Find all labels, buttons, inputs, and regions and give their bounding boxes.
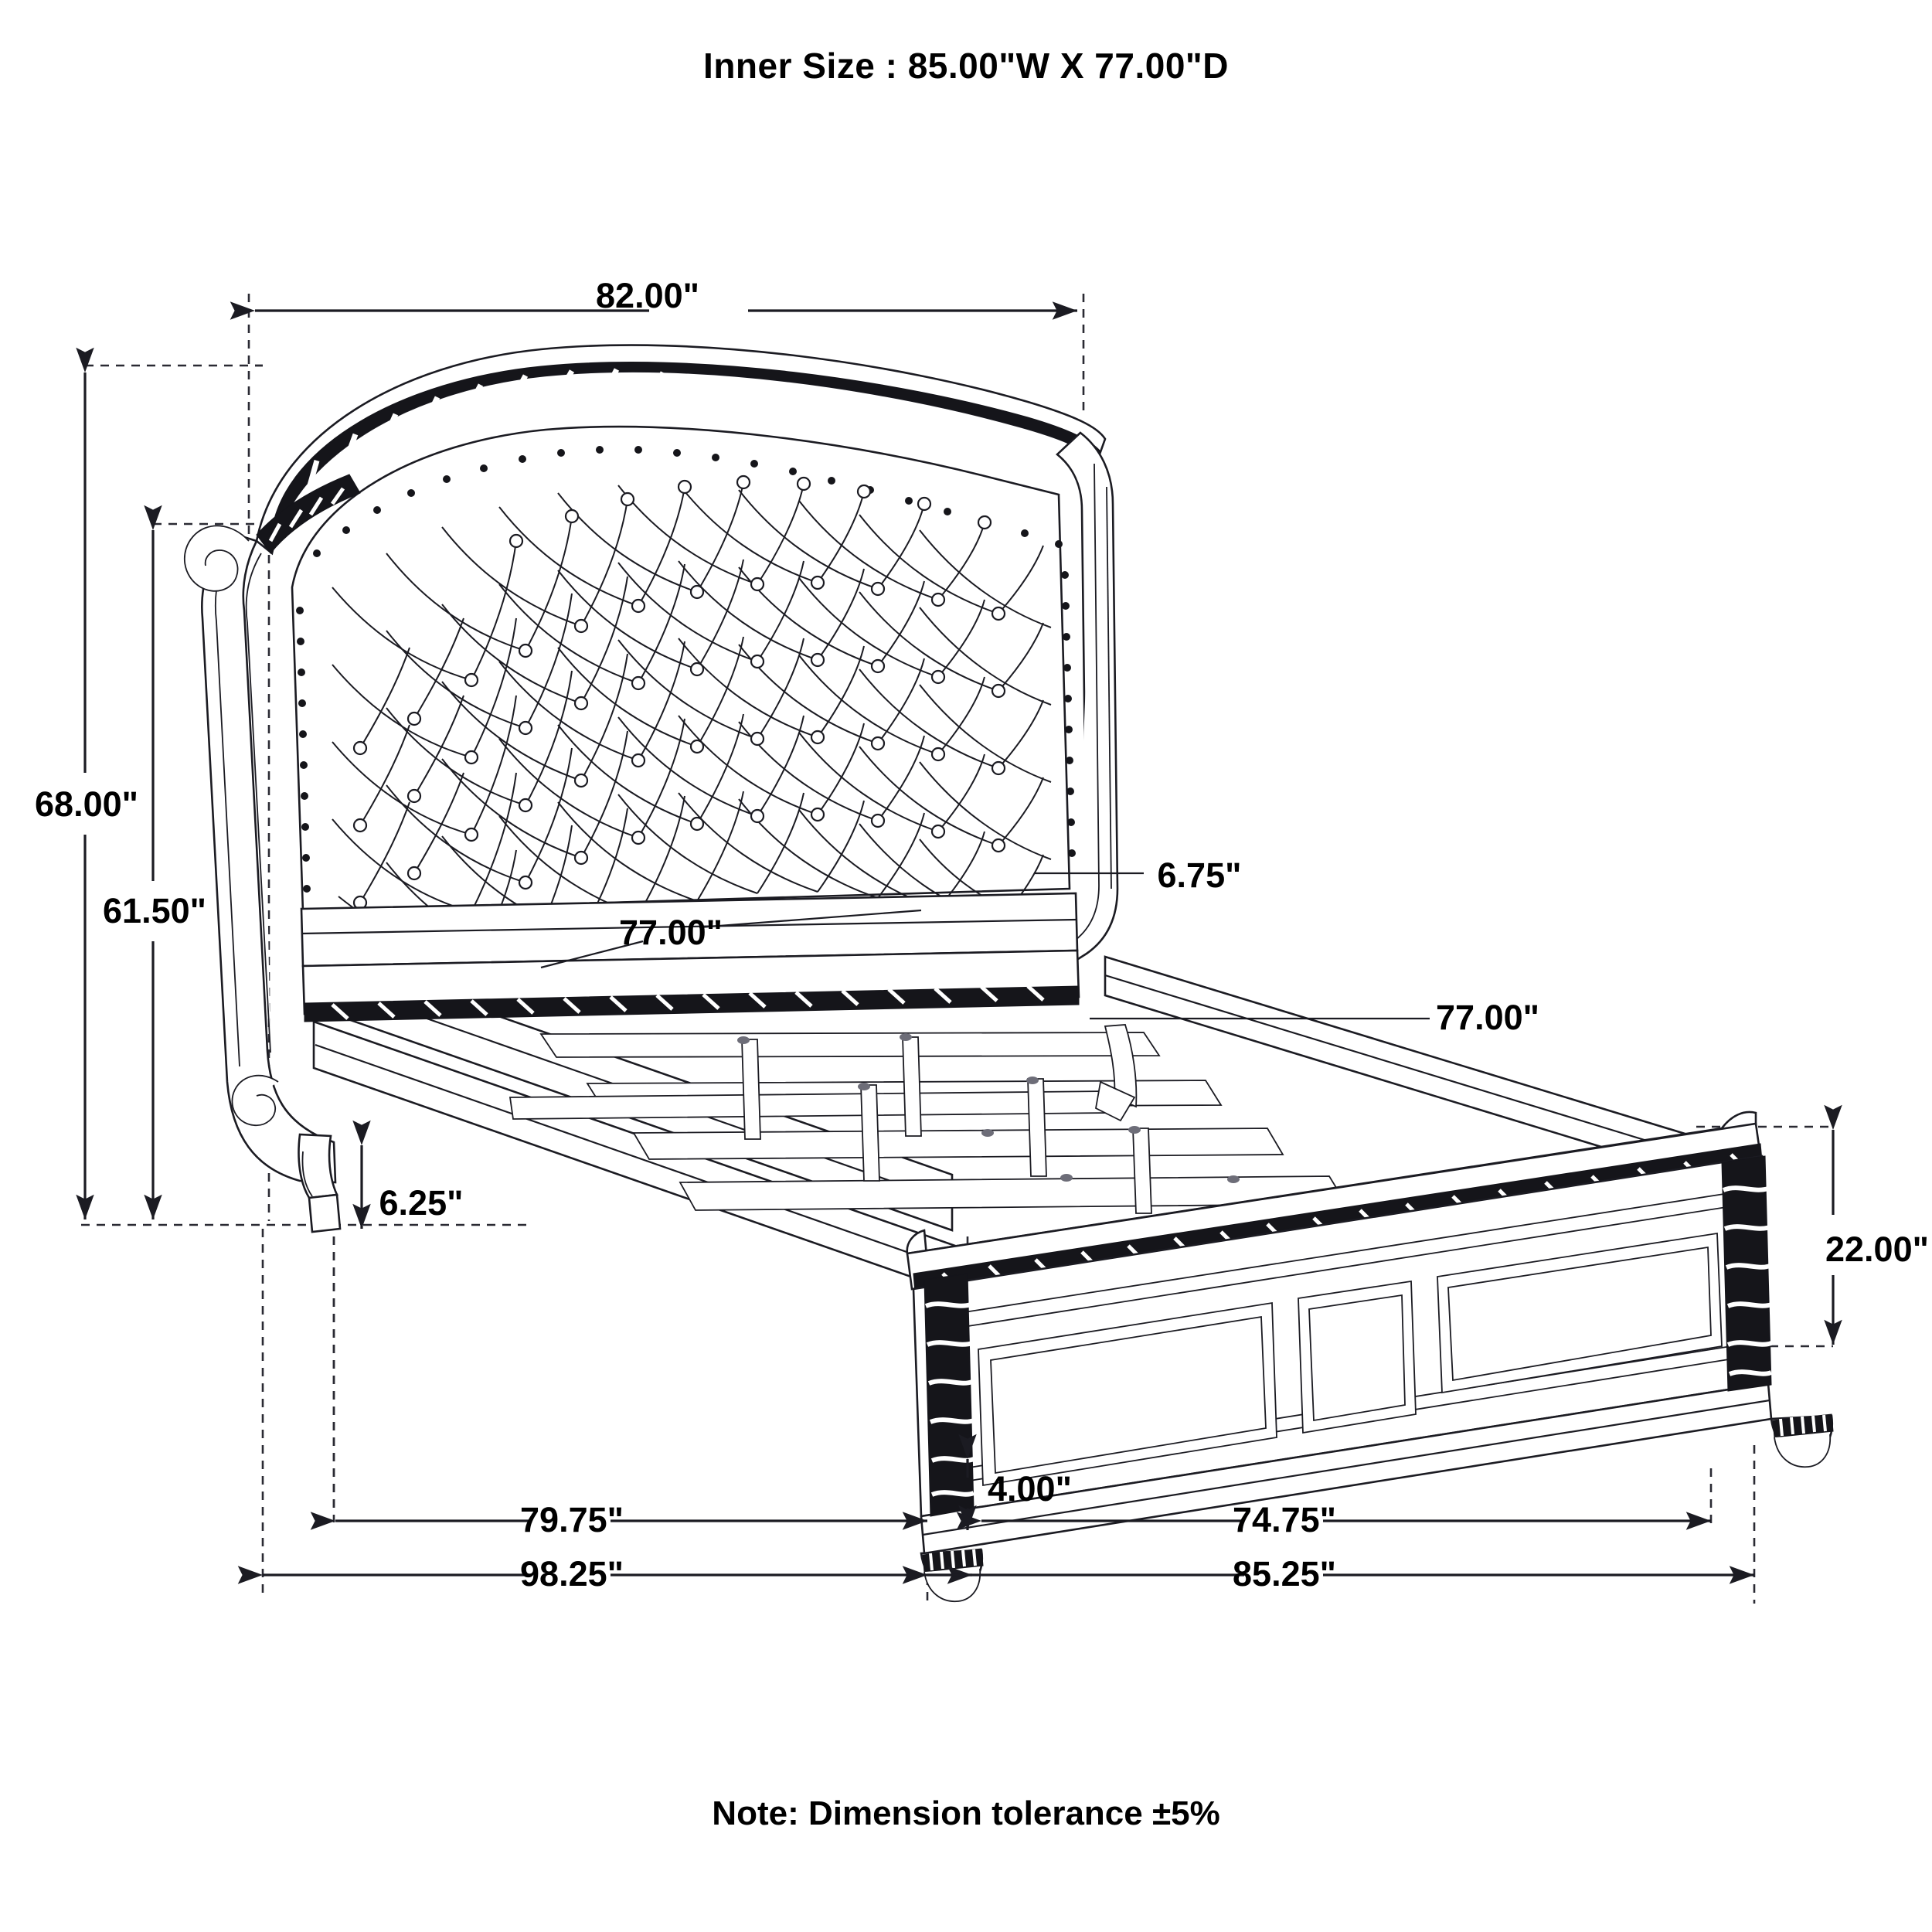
dim-overall-length: 98.25" xyxy=(520,1554,624,1594)
footboard xyxy=(906,1111,1834,1603)
page-title: Inner Size : 85.00"W X 77.00"D xyxy=(703,46,1229,86)
dim-footboard-inner-width: 74.75" xyxy=(1233,1500,1336,1539)
headboard-left-scroll-post xyxy=(183,474,361,1184)
dim-headboard-height: 61.50" xyxy=(103,891,206,930)
tolerance-note: Note: Dimension tolerance ±5% xyxy=(712,1794,1220,1832)
headboard-right-scroll-post xyxy=(1056,431,1119,967)
dim-overall-height: 68.00" xyxy=(35,784,138,824)
dimension-lines xyxy=(76,301,1842,1584)
headboard-bottom-rail xyxy=(300,892,1080,1022)
dim-foot-post-height: 4.00" xyxy=(988,1469,1072,1509)
dim-footboard-overall-width: 85.25" xyxy=(1233,1554,1336,1594)
headboard-inner-frame xyxy=(291,425,1071,913)
dimension-labels: 82.00" 68.00" 61.50" 77.00" 6.75" 77.00"… xyxy=(35,276,1929,1594)
dim-top-width: 82.00" xyxy=(596,276,699,315)
crest-rope-highlights xyxy=(300,368,1053,512)
dim-side-rail-thickness: 6.75" xyxy=(1158,855,1242,895)
dim-inner-length: 79.75" xyxy=(520,1500,624,1539)
tufting-buttons xyxy=(352,474,1006,920)
dim-footboard-height: 22.00" xyxy=(1825,1230,1929,1269)
bed-illustration xyxy=(183,344,1834,1603)
right-foot xyxy=(1770,1413,1834,1468)
headboard-left-foot xyxy=(298,1133,342,1233)
dim-rail-inner-width: 77.00" xyxy=(619,913,723,952)
dim-clearance-height: 6.25" xyxy=(379,1183,464,1223)
dim-mattress-depth: 77.00" xyxy=(1436,998,1539,1037)
slat-system xyxy=(509,955,1694,1214)
